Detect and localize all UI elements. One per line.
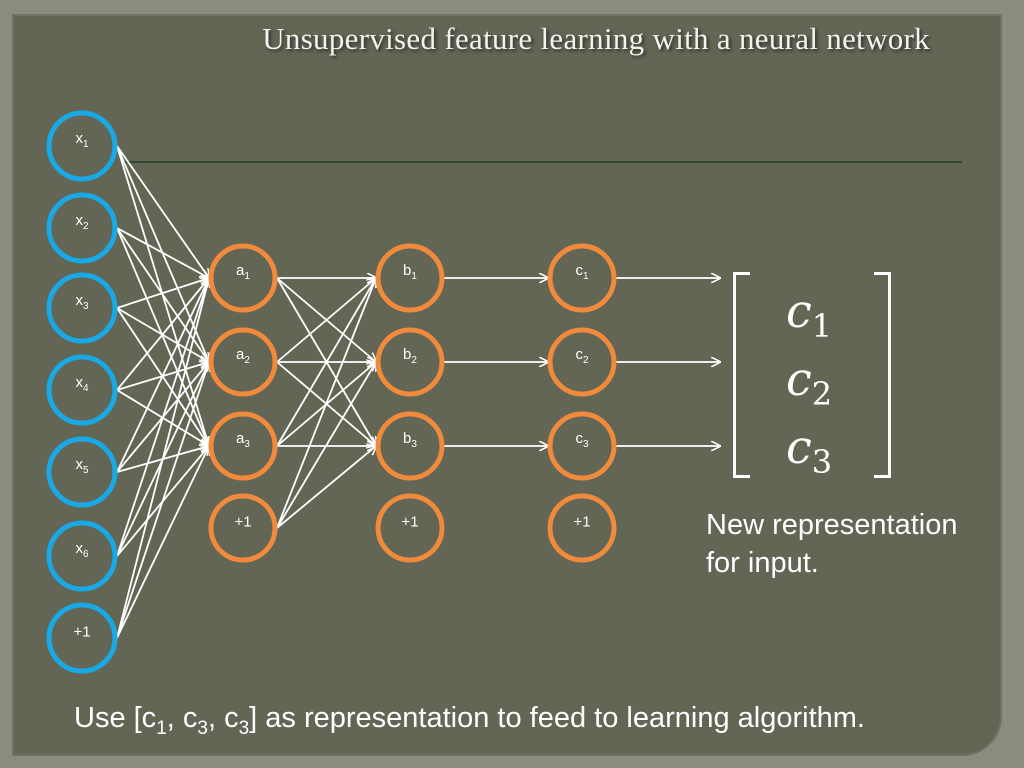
edge-a3-to-b1 — [276, 278, 376, 447]
node-label-x1: x1 — [75, 130, 89, 150]
node-c-bias — [547, 493, 617, 563]
edge-input3-to-a1 — [116, 278, 209, 309]
node-label-a3: a3 — [236, 430, 250, 450]
node-label-c-bias: +1 — [573, 513, 591, 531]
edge-a4-to-b1 — [276, 278, 376, 529]
node-label-c2: c2 — [575, 346, 589, 366]
vector-entry-c1: c1 — [786, 284, 833, 345]
node-label-a2: a2 — [236, 346, 250, 366]
footer-text: Use [c1, c3, c3] as representation to fe… — [74, 702, 865, 739]
node-a2 — [208, 327, 278, 397]
slide-background — [12, 14, 1002, 756]
edge-input5-to-a1 — [116, 278, 209, 473]
node-label-x3: x3 — [75, 292, 89, 312]
node-label-input-bias: +1 — [73, 623, 91, 641]
node-label-x6: x6 — [75, 540, 89, 560]
node-x6 — [46, 520, 118, 592]
node-x1 — [46, 110, 118, 182]
node-x5 — [46, 436, 118, 508]
vector-right-bracket — [874, 272, 891, 478]
node-label-c1: c1 — [575, 262, 589, 282]
node-a-bias — [208, 493, 278, 563]
node-label-c3: c3 — [575, 430, 589, 450]
node-b-bias — [375, 493, 445, 563]
edge-a4-to-b2 — [276, 362, 376, 529]
caption-line-2: for input. — [706, 547, 819, 579]
node-b1 — [375, 243, 445, 313]
edge-input1-to-a1 — [116, 145, 209, 278]
edge-input7-to-a1 — [116, 278, 209, 639]
node-label-b1: b1 — [403, 262, 417, 282]
node-label-a-bias: +1 — [234, 513, 252, 531]
vector-entry-c2: c2 — [786, 352, 833, 413]
node-x2 — [46, 192, 118, 264]
edge-a4-to-b3 — [276, 446, 376, 529]
node-label-x4: x4 — [75, 374, 89, 394]
node-x3 — [46, 272, 118, 344]
node-b3 — [375, 411, 445, 481]
node-c3 — [547, 411, 617, 481]
node-label-x2: x2 — [75, 212, 89, 232]
edge-input6-to-a1 — [116, 278, 209, 557]
edge-input2-to-a3 — [116, 227, 209, 446]
node-label-b3: b3 — [403, 430, 417, 450]
edge-input7-to-a2 — [116, 362, 209, 639]
node-label-b2: b2 — [403, 346, 417, 366]
title-rule — [122, 161, 962, 163]
representation-caption: New representation for input. — [706, 506, 957, 582]
node-c1 — [547, 243, 617, 313]
node-c2 — [547, 327, 617, 397]
caption-line-1: New representation — [706, 509, 958, 541]
node-a3 — [208, 411, 278, 481]
node-label-x5: x5 — [75, 456, 89, 476]
vector-left-bracket — [733, 272, 750, 478]
node-b2 — [375, 327, 445, 397]
node-input-bias — [46, 602, 118, 674]
edge-input7-to-a3 — [116, 446, 209, 639]
node-label-b-bias: +1 — [401, 513, 419, 531]
node-x4 — [46, 354, 118, 426]
node-a1 — [208, 243, 278, 313]
edge-input2-to-a1 — [116, 227, 209, 278]
vector-entry-c3: c3 — [786, 420, 833, 481]
node-label-a1: a1 — [236, 262, 250, 282]
edge-input4-to-a1 — [116, 278, 209, 391]
slide-title: Unsupervised feature learning with a neu… — [262, 21, 930, 56]
edge-a2-to-b1 — [276, 278, 376, 363]
